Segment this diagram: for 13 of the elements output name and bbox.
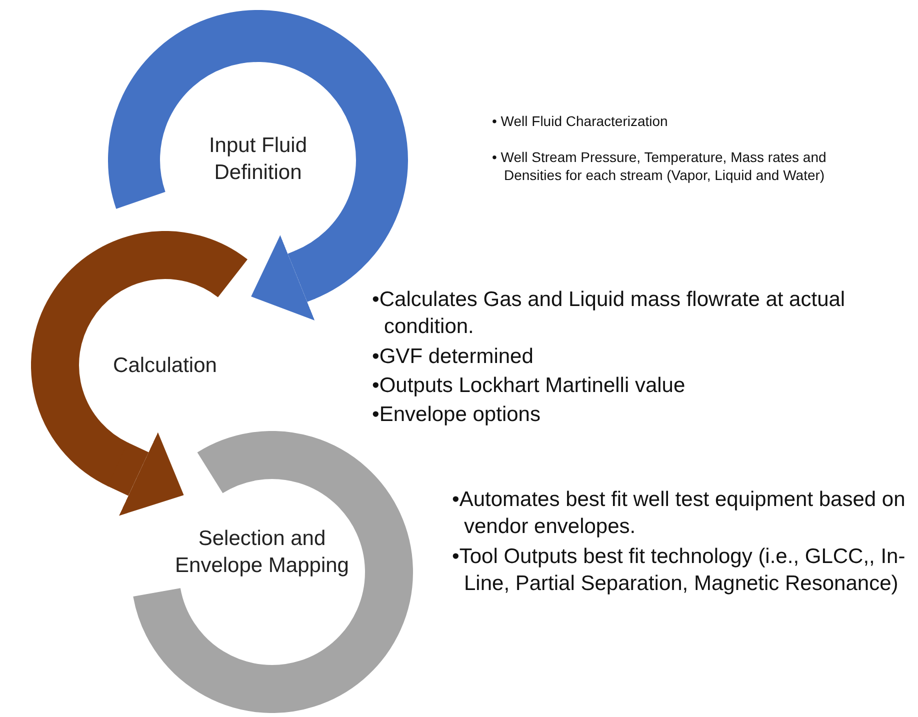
bullet-text: •Tool Outputs best fit technology (i.e., GLCC,, In-Line, Partial Separation, Magnetic Resonance) (452, 544, 906, 597)
bullet-text: •Automates best fit well test equipment based on vendor envelopes. (452, 487, 906, 540)
bullet-text: •Envelope options (372, 402, 542, 428)
bullet-text: •GVF determined (372, 344, 534, 370)
arrow (251, 235, 316, 320)
step-label: Input Fluid Definition (208, 133, 308, 186)
bullet-text: •Outputs Lockhart Martinelli value (372, 372, 686, 399)
arrow (107, 432, 184, 516)
step-label: Calculation (112, 353, 218, 379)
bullet-text: •Calculates Gas and Liquid mass flowrate at actual condition. (372, 287, 846, 340)
bullet-text: • Well Stream Pressure, Temperature, Mass rates and Densities for each stream (Vapor, Liquid and Water) (492, 148, 828, 185)
bullet-text: • Well Fluid Characterization (492, 112, 669, 130)
step-label: Selection and Envelope Mapping (174, 526, 350, 580)
